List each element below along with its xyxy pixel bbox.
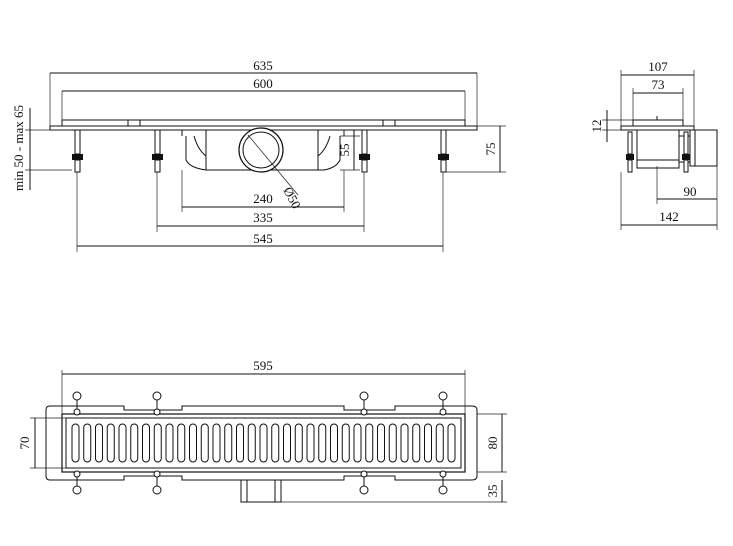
- grate-slot: [177, 423, 186, 463]
- top-foot-4: [438, 391, 448, 495]
- grate-slot: [236, 423, 244, 463]
- dim-label-80: 80: [485, 437, 500, 450]
- dim-inner-feet: 335: [156, 172, 365, 232]
- grate-slot: [83, 423, 92, 463]
- dim-label-142: 142: [659, 209, 679, 224]
- dim-label-635: 635: [253, 58, 273, 73]
- dim-height-range: min 50 - max 65: [11, 105, 72, 191]
- grate-slot: [95, 423, 103, 463]
- foot-3: [359, 129, 370, 173]
- grate-slot: [200, 423, 209, 463]
- dim-label-107: 107: [648, 59, 668, 74]
- grate-slot: [435, 423, 444, 463]
- dim-label-70: 70: [17, 437, 32, 450]
- dim-label-600: 600: [253, 76, 273, 91]
- dim-top-grate-width: 70: [17, 417, 66, 469]
- dim-grate-length: 600: [61, 76, 466, 120]
- grate-slot: [259, 423, 268, 463]
- grate-slot: [424, 423, 432, 463]
- grate-slot: [142, 423, 150, 463]
- grate-slot: [318, 423, 327, 463]
- grate-slot: [106, 423, 115, 463]
- dim-label-35: 35: [485, 485, 500, 498]
- grate-slot: [283, 423, 291, 463]
- leveling-feet: [72, 129, 449, 173]
- grate-slot: [330, 423, 338, 463]
- dim-top-frame-width: 80: [477, 413, 507, 473]
- grate-slot: [224, 423, 233, 463]
- foot-2: [152, 129, 163, 173]
- top-foot-2: [152, 391, 162, 495]
- dim-outlet-protrusion: 35: [281, 480, 507, 503]
- dim-label-75: 75: [483, 143, 498, 156]
- grate-slot: [118, 423, 127, 463]
- top-foot-1: [72, 391, 82, 495]
- dim-width-top: 107: [620, 59, 695, 126]
- dim-total-height: 75: [446, 125, 506, 173]
- dim-label-12: 12: [589, 120, 604, 133]
- side-feet: [626, 131, 690, 173]
- grate-slot: [294, 423, 303, 463]
- dim-outer-feet: 545: [76, 172, 444, 252]
- dim-label-55: 55: [337, 144, 352, 157]
- grate-slot: [212, 423, 221, 463]
- grate-slot: [377, 423, 385, 463]
- grate-slot: [153, 423, 162, 463]
- side-body: [620, 116, 718, 169]
- dim-label-595: 595: [253, 358, 273, 373]
- dim-total-depth: 142: [620, 172, 718, 230]
- dim-body-width: 240: [181, 170, 345, 212]
- grate-slot: [341, 423, 350, 463]
- grate-slot: [400, 423, 409, 463]
- dim-flange: 12: [589, 110, 633, 142]
- dim-outlet-offset: 90: [656, 166, 718, 204]
- dim-outlet-height: 55: [337, 130, 360, 171]
- grate-slot: [130, 423, 139, 463]
- grate-slot: [271, 423, 280, 463]
- grate-slot: [71, 423, 80, 463]
- grate-slot: [412, 423, 421, 463]
- foot-1: [72, 129, 83, 173]
- dim-total-length: 635: [49, 58, 478, 128]
- dim-label-335: 335: [253, 210, 273, 225]
- dim-label-73: 73: [652, 77, 665, 92]
- grate-slot: [388, 423, 397, 463]
- dim-label-90: 90: [684, 184, 697, 199]
- dim-top-grate-length: 595: [61, 358, 466, 415]
- dim-label-240: 240: [253, 191, 273, 206]
- top-view: 595: [17, 358, 507, 503]
- top-foot-3: [359, 391, 369, 495]
- top-feet: [72, 391, 448, 495]
- side-view: 107 73: [589, 59, 718, 230]
- dim-label-height-range: min 50 - max 65: [11, 105, 26, 191]
- grate-slot: [306, 423, 315, 463]
- grate-slot: [353, 423, 362, 463]
- dim-label-545: 545: [253, 231, 273, 246]
- grate-slot: [247, 423, 256, 463]
- grate-slots: [71, 423, 456, 463]
- front-view: 635 600: [11, 58, 506, 252]
- grate-slot: [165, 423, 174, 463]
- grate-slot: [365, 423, 374, 463]
- foot-4: [438, 129, 449, 173]
- grate-slot: [447, 423, 456, 463]
- grate-slot: [189, 423, 197, 463]
- dim-width-inner: 73: [632, 77, 684, 120]
